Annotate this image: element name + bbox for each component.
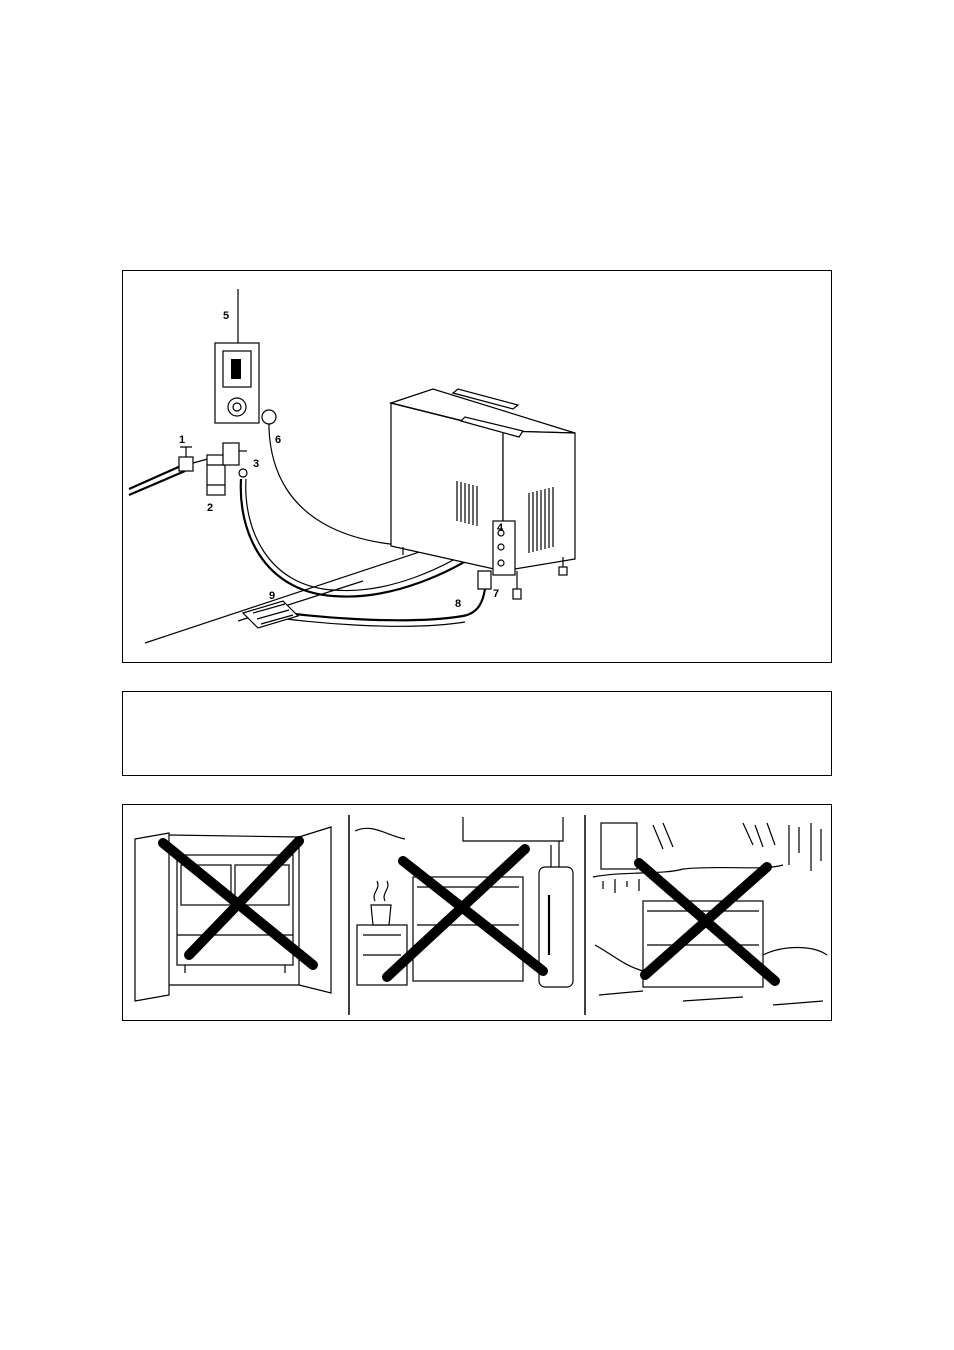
callout-6: 6: [275, 434, 281, 446]
power-plug: [262, 410, 276, 429]
scene-outdoors-cold: [593, 823, 827, 1005]
installation-diagram: 1 2 3 4 5 6 7 8 9: [122, 270, 832, 663]
callout-4: 4: [497, 522, 504, 534]
electrical-wall-socket: [215, 289, 259, 423]
scene-near-heat-sources: [355, 817, 573, 987]
water-filter: [193, 443, 247, 495]
placement-warnings: [122, 804, 832, 1021]
note-box: [122, 691, 832, 776]
placement-warning-illustrations: [123, 805, 831, 1020]
scene-cabinet-enclosure: [135, 827, 331, 1001]
callout-3: 3: [253, 458, 259, 470]
hose-connector: [239, 469, 247, 477]
callout-7: 7: [493, 588, 499, 600]
callout-8: 8: [455, 598, 461, 610]
callout-5: 5: [223, 310, 229, 322]
callout-2: 2: [207, 502, 213, 514]
installation-illustration: 1 2 3 4 5 6 7 8 9: [123, 271, 831, 662]
callout-9: 9: [269, 590, 275, 602]
callout-1: 1: [179, 434, 185, 446]
ice-machine: [391, 389, 575, 599]
water-tap-valve: [179, 447, 193, 471]
